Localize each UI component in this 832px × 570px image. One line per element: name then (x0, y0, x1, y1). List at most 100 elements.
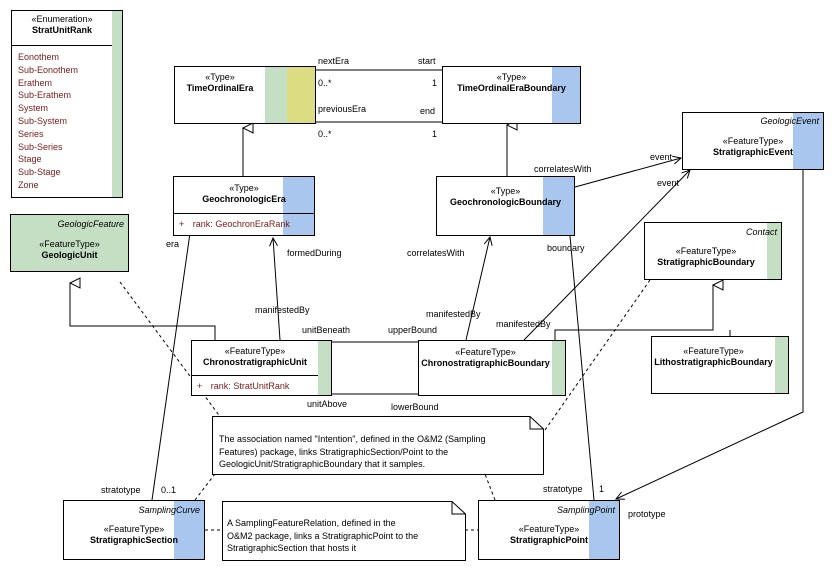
attr-type: StratUnitRank (233, 381, 290, 391)
class-geochronologic-era[interactable]: «Type» GeochronologicEra + rank: Geochro… (173, 176, 315, 236)
note-link-2 (544, 279, 651, 431)
assoc-era-stratotype (151, 232, 191, 501)
attr-type: GeochronEraRank (215, 219, 290, 229)
attr-visibility: + (197, 381, 203, 391)
assoc-formed-during (273, 238, 281, 341)
class-tag: SamplingPoint (556, 505, 615, 515)
note-intention: The association named "Intention", defin… (219, 433, 486, 471)
role-next-era: nextEra (318, 56, 350, 66)
mult-0-1: 0..1 (161, 485, 177, 495)
class-time-ordinal-era[interactable]: «Type» TimeOrdinalEra (174, 66, 316, 124)
enum-name: StratUnitRank (31, 25, 92, 35)
role-correlates-with-mid: correlatesWith (407, 248, 465, 258)
class-tag: Contact (745, 227, 777, 237)
class-stereotype: «Type» (490, 186, 521, 196)
class-name: TimeOrdinalEra (186, 83, 254, 93)
role-manifested-by-mid: manifestedBy (426, 309, 481, 319)
note-link-4 (484, 473, 496, 501)
class-stratigraphic-point[interactable]: SamplingPoint «FeatureType» Stratigraphi… (478, 500, 620, 560)
class-name: GeologicUnit (41, 250, 98, 260)
enum-literal: System (18, 103, 49, 114)
assoc-boundary-stratotype (569, 235, 595, 501)
class-name: GeochronologicEra (202, 194, 286, 204)
note-link-1 (119, 281, 231, 431)
assoc-correlates-event (574, 158, 681, 188)
enum-stereotype: «Enumeration» (31, 14, 93, 24)
class-stereotype: «FeatureType» (683, 346, 744, 356)
note-line: StratigraphicSection that hosts it (227, 543, 357, 553)
role-event-1: event (650, 152, 673, 162)
class-time-ordinal-era-boundary[interactable]: «Type» TimeOrdinalEraBoundary (442, 66, 581, 124)
note-link-3 (194, 473, 216, 501)
enum-strat-unit-rank[interactable]: «Enumeration» StratUnitRank Eonothem Sub… (11, 10, 123, 198)
enum-literal: Sub-Series (18, 141, 63, 152)
enum-literal: Sub-Eonothem (18, 64, 79, 75)
role-end: end (420, 106, 436, 116)
note-intention-shape (212, 416, 544, 475)
class-stratigraphic-event[interactable]: GeologicEvent «FeatureType» Stratigraphi… (682, 112, 824, 170)
note-line: The association named "Intention", defin… (219, 434, 486, 444)
class-name: StratigraphicSection (89, 535, 179, 545)
class-stereotype: «FeatureType» (722, 136, 784, 146)
role-manifested-by-right: manifestedBy (496, 319, 551, 329)
role-unit-beneath: unitBeneath (302, 325, 351, 335)
role-correlates-with-top: correlatesWith (534, 164, 592, 174)
class-name: StratigraphicBoundary (657, 257, 755, 267)
class-stereotype: «Type» (229, 183, 259, 193)
role-stratotype-left: stratotype (101, 485, 141, 495)
class-name: LithostratigraphicBoundary (654, 357, 773, 367)
note-line: O&M2 package, links a StratigraphicPoint… (227, 530, 419, 541)
class-name: ChronostratigraphicBoundary (421, 358, 550, 368)
class-stereotype: «FeatureType» (103, 524, 165, 534)
class-stereotype: «FeatureType» (455, 347, 516, 357)
note-relation-shape (222, 501, 466, 561)
class-stereotype: «FeatureType» (224, 346, 286, 356)
role-manifested-by-left: manifestedBy (255, 305, 310, 315)
gen-unit (70, 283, 216, 340)
class-tag: SamplingCurve (138, 505, 200, 515)
role-lower-bound: lowerBound (391, 402, 439, 412)
class-geochronologic-boundary[interactable]: «Type» GeochronologicBoundary (436, 176, 575, 236)
class-stereotype: «FeatureType» (39, 239, 100, 249)
note-line: GeologicUnit/StratigraphicBoundary that … (219, 459, 426, 469)
gen-stratboundary (554, 285, 713, 340)
assoc-event-manifested (523, 170, 690, 341)
enum-literal: Series (18, 128, 44, 139)
class-lithostratigraphic-boundary[interactable]: «FeatureType» LithostratigraphicBoundary (651, 336, 789, 394)
enum-literal: Zone (18, 179, 39, 190)
mult-start: 1 (432, 78, 438, 88)
class-stereotype: «Type» (205, 72, 235, 82)
attr-name: rank: (192, 219, 213, 229)
role-start: start (418, 56, 436, 66)
class-stereotype: «FeatureType» (675, 246, 737, 256)
enum-literal: Sub-Stage (18, 167, 61, 178)
enum-literal: Sub-System (18, 115, 68, 126)
role-prototype: prototype (628, 509, 666, 519)
class-geologic-unit[interactable]: GeologicFeature «FeatureType» GeologicUn… (10, 214, 129, 272)
class-name: GeochronologicBoundary (449, 197, 561, 207)
class-tag: GeologicEvent (760, 116, 819, 126)
role-boundary: boundary (547, 243, 585, 253)
class-stereotype: «FeatureType» (518, 524, 580, 534)
class-name: StratigraphicEvent (712, 147, 794, 157)
mult-next: 0..* (318, 78, 332, 88)
role-era: era (166, 239, 180, 249)
class-stratigraphic-boundary[interactable]: Contact «FeatureType» StratigraphicBound… (644, 222, 782, 280)
assoc-correlates-boundary (465, 237, 490, 341)
class-chronostratigraphic-unit[interactable]: «FeatureType» ChronostratigraphicUnit + … (191, 340, 332, 396)
class-chronostratigraphic-boundary[interactable]: «FeatureType» ChronostratigraphicBoundar… (418, 340, 566, 396)
class-stratigraphic-section[interactable]: SamplingCurve «FeatureType» Stratigraphi… (63, 500, 205, 560)
role-stratotype-right: stratotype (543, 484, 583, 494)
mult-1: 1 (599, 484, 605, 494)
mult-end: 1 (432, 129, 438, 139)
role-formed-during: formedDuring (287, 248, 342, 258)
role-previous-era: previousEra (318, 104, 367, 114)
class-name: StratigraphicPoint (509, 535, 588, 545)
enum-literal: Stage (18, 154, 42, 165)
enum-literal: Eonothem (18, 52, 60, 62)
role-event-2: event (657, 178, 680, 188)
attr-visibility: + (179, 219, 185, 229)
enum-literal: Erathem (18, 77, 53, 88)
role-upper-bound: upperBound (388, 325, 438, 335)
